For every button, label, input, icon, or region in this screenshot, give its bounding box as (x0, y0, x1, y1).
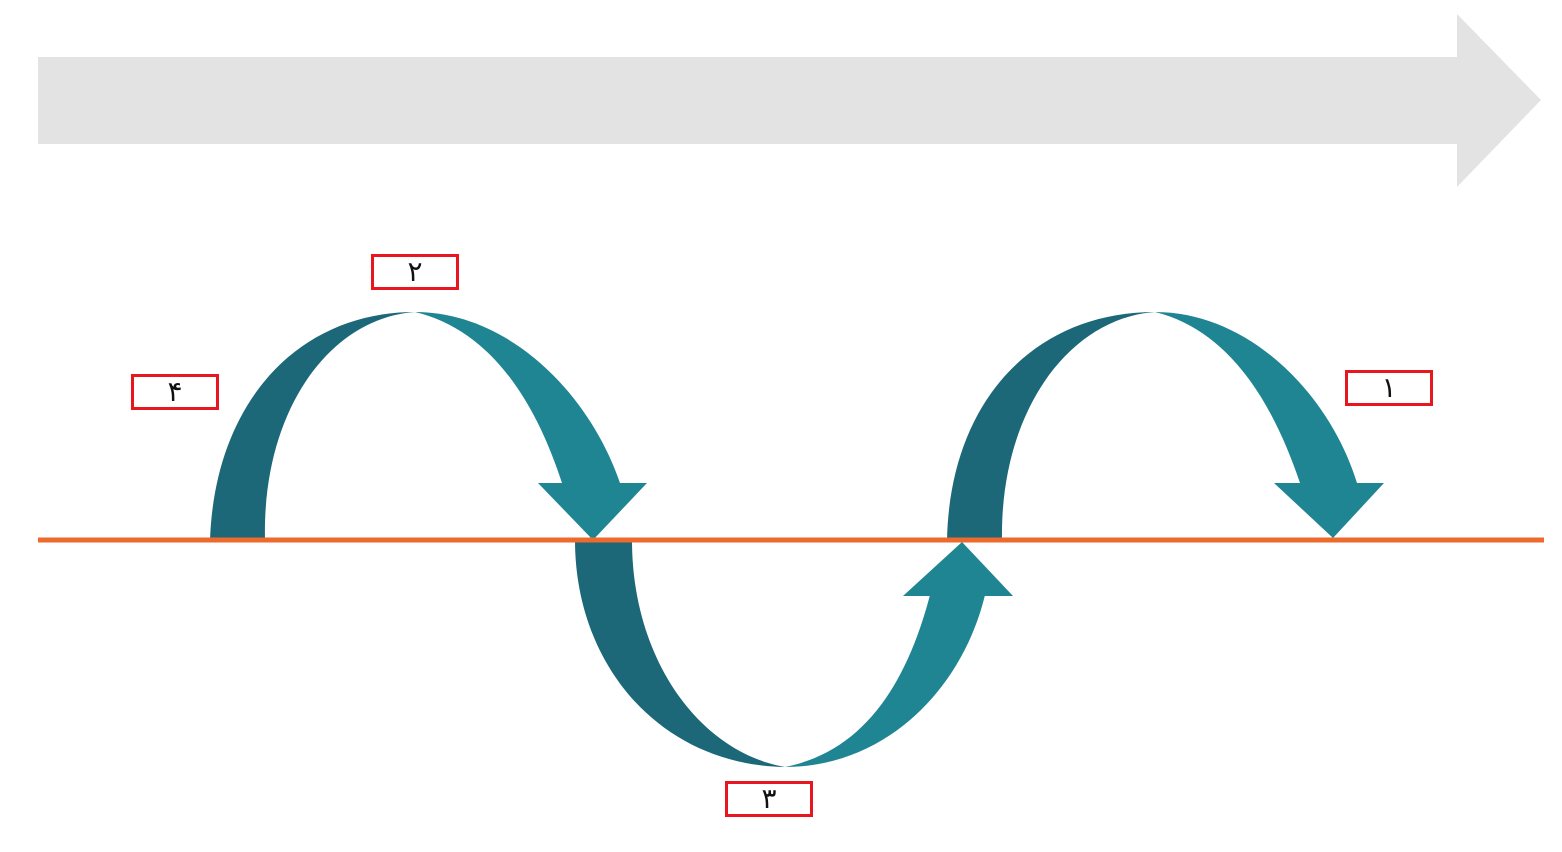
label-box-4: ۴ (131, 374, 219, 410)
label-3: ٣ (761, 782, 777, 815)
arrowhead-up-middle (903, 542, 1013, 596)
label-box-3: ٣ (725, 781, 813, 817)
arc-down-dark (575, 540, 785, 767)
arc-up-right-dark (947, 312, 1155, 540)
arrowhead-down-left (538, 483, 647, 540)
arc-up-right-light (1155, 312, 1357, 483)
label-4: ۴ (167, 375, 183, 408)
label-1: ١ (1381, 371, 1397, 404)
label-2: ٢ (407, 255, 423, 288)
label-box-2: ٢ (371, 254, 459, 290)
timeline-arrow (38, 14, 1541, 187)
arrowhead-down-right (1274, 483, 1384, 538)
arc-up-left-dark (210, 312, 415, 540)
label-box-1: ١ (1345, 370, 1433, 406)
arc-down-light (785, 595, 985, 767)
arc-up-left-light (415, 312, 620, 483)
